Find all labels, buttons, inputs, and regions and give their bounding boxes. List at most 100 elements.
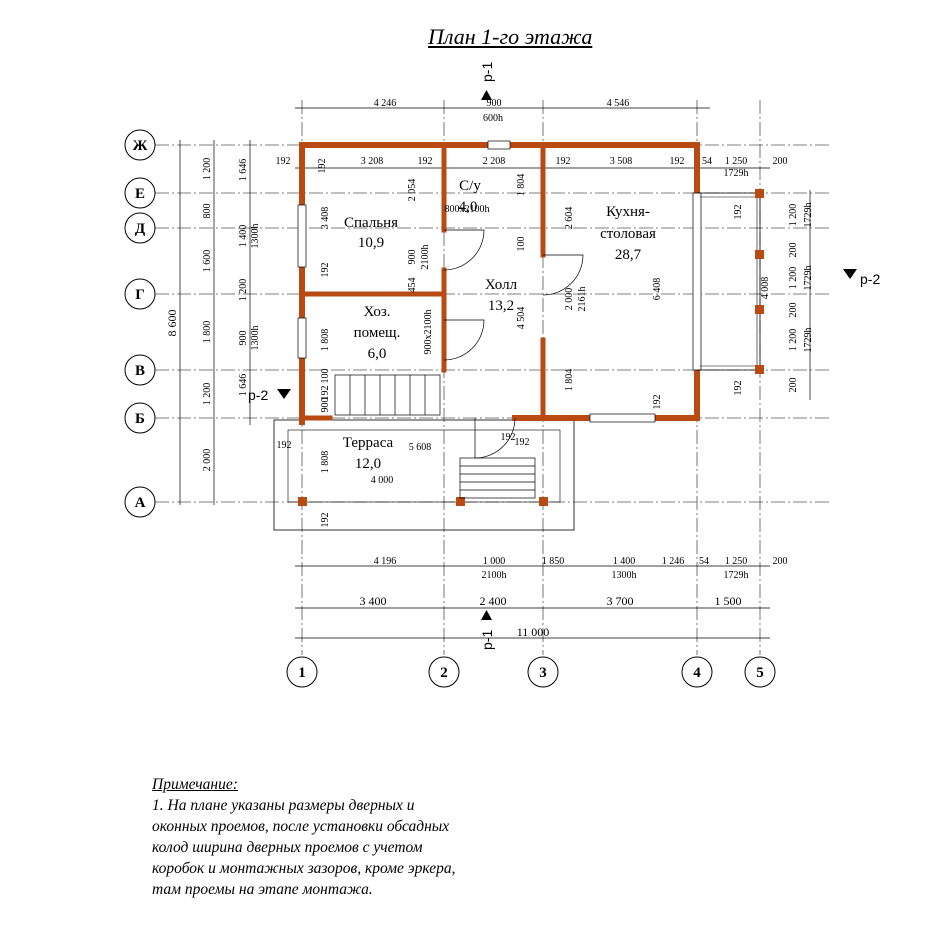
room-hall-name: Холл xyxy=(485,277,518,293)
axis-row-5-circle xyxy=(124,354,156,386)
dim-bot2-2: 2 400 xyxy=(480,594,507,608)
dim-bot1-4: 1 850 xyxy=(542,556,565,567)
dim-top2-3: 192 xyxy=(418,156,433,167)
note-line-5: там проемы на этапе монтажа. xyxy=(152,881,373,898)
terrace-outline xyxy=(273,419,575,531)
section-label-right: р-2 xyxy=(860,271,880,287)
dim-top-1: 4 246 xyxy=(374,98,397,109)
dim-top2-2: 3 208 xyxy=(361,156,384,167)
axis-row-3-label: Д xyxy=(135,221,146,237)
dim-inner-6: 1300h xyxy=(250,326,261,351)
axis-row-3-circle xyxy=(124,212,156,244)
inner-dim-1: 192 xyxy=(317,159,328,174)
dim-bot1-9: 1 250 xyxy=(725,556,748,567)
room-kitchen-area: 28,7 xyxy=(615,247,642,263)
inner-dim-7: 900 xyxy=(320,398,331,413)
inner-dim-18: 2 604 xyxy=(564,207,575,230)
inner-dim-40: 192 xyxy=(501,432,516,443)
axis-row-1-label: Ж xyxy=(133,138,148,154)
dim-inner-1: 1 646 xyxy=(238,159,249,182)
inner-dim-24: 192 xyxy=(652,395,663,410)
axis-col-4-circle xyxy=(681,656,713,688)
room-wc-area: 4,0 xyxy=(459,199,478,215)
axis-row-7-circle xyxy=(124,486,156,518)
inner-dim-26: 192 xyxy=(733,205,744,220)
axis-col-3-label: 3 xyxy=(539,665,547,681)
note-line-3: колод ширина дверных проемов с учетом xyxy=(152,839,423,856)
inner-dim-10: 2 054 xyxy=(407,179,418,202)
inner-dim-15: 800x2100h xyxy=(445,204,490,215)
inner-dim-19: 2 000 xyxy=(564,288,575,311)
note-line-2: оконных проемов, после установки обсадны… xyxy=(152,818,450,835)
room-bedroom-area: 10,9 xyxy=(358,235,384,251)
inner-dim-41: 192 xyxy=(515,437,530,448)
axis-col-1-label: 1 xyxy=(298,665,306,681)
inner-dim-22: 1 804 xyxy=(564,369,575,392)
inner-dim-35: 1729h xyxy=(803,328,814,353)
axis-col-5-circle xyxy=(744,656,776,688)
dim-top-3: 600h xyxy=(483,113,503,124)
dim-top2-9: 1 250 xyxy=(725,156,748,167)
axis-col-5-label: 5 xyxy=(756,665,764,681)
dim-left-1: 1 200 xyxy=(202,158,213,181)
bay-window xyxy=(697,189,764,374)
section-label-left: р-2 xyxy=(248,387,268,403)
terrace-posts xyxy=(298,497,548,506)
dim-left-2: 800 xyxy=(202,204,213,219)
inner-dim-8: 1 808 xyxy=(320,451,331,474)
terrace-deck xyxy=(287,429,561,503)
inner-dim-21: 4 504 xyxy=(516,307,527,330)
inner-dim-30: 200 xyxy=(788,243,799,258)
inner-dim-5: 100 xyxy=(320,369,331,384)
room-bedroom-name: Спальня xyxy=(344,215,398,231)
dim-top2-6: 3 508 xyxy=(610,156,633,167)
inner-dim-37: 5 608 xyxy=(409,442,432,453)
axis-row-1-circle xyxy=(124,129,156,161)
stairs xyxy=(334,374,536,499)
axis-row-4-circle xyxy=(124,278,156,310)
dim-top-4: 4 546 xyxy=(607,98,630,109)
inner-dim-16: 1 804 xyxy=(516,174,527,197)
dimension-lines xyxy=(179,107,811,639)
dim-bot1-3: 2100h xyxy=(482,570,507,581)
dim-left-total: 8 600 xyxy=(165,310,179,337)
dim-top2-10: 1729h xyxy=(724,168,749,179)
inner-dim-31: 1 200 xyxy=(788,267,799,290)
inner-dim-20: 2161h xyxy=(577,287,588,312)
dim-bot1-7: 1 246 xyxy=(662,556,685,567)
inner-dim-25: 4 008 xyxy=(760,277,771,300)
axis-row-7-label: А xyxy=(135,495,146,511)
dim-top2-1: 192 xyxy=(276,156,291,167)
dim-left-3: 1 600 xyxy=(202,250,213,273)
section-label-bottom: р-1 xyxy=(479,630,495,650)
inner-dim-3: 192 xyxy=(320,263,331,278)
room-hall-area: 13,2 xyxy=(488,298,514,314)
dim-bot-total: 11 000 xyxy=(517,625,550,639)
dim-bot1-1: 4 196 xyxy=(374,556,397,567)
dim-top2-11: 200 xyxy=(773,156,788,167)
inner-dim-34: 1 200 xyxy=(788,329,799,352)
section-label-top: р-1 xyxy=(479,62,495,82)
inner-dim-4: 1 808 xyxy=(320,329,331,352)
dim-bot1-11: 200 xyxy=(773,556,788,567)
room-utility-name-1: Хоз. xyxy=(363,304,390,320)
inner-dim-39: 192 xyxy=(277,440,292,451)
section-cut-markers: р-1 р-1 р-2 р-2 xyxy=(248,62,880,650)
note-heading: Примечание: xyxy=(152,776,238,793)
room-terrace-name: Терраса xyxy=(343,435,394,451)
inner-dim-12: 2100h xyxy=(420,245,431,270)
room-labels: Спальня 10,9 С/у 4,0 Кухня- столовая 28,… xyxy=(343,178,656,472)
inner-dim-38: 4 000 xyxy=(371,475,394,486)
axis-row-5-label: В xyxy=(135,363,145,379)
door-swings xyxy=(443,229,584,459)
inner-dim-11: 900 xyxy=(407,250,418,265)
inner-dim-13: 454 xyxy=(407,278,418,293)
dim-bot1-2: 1 000 xyxy=(483,556,506,567)
axis-col-4-label: 4 xyxy=(693,665,701,681)
dim-top2-8: 54 xyxy=(702,156,712,167)
dim-bot1-6: 1300h xyxy=(612,570,637,581)
dim-bot2-4: 1 500 xyxy=(715,594,742,608)
dim-left-6: 2 000 xyxy=(202,449,213,472)
axis-row-2-circle xyxy=(124,177,156,209)
